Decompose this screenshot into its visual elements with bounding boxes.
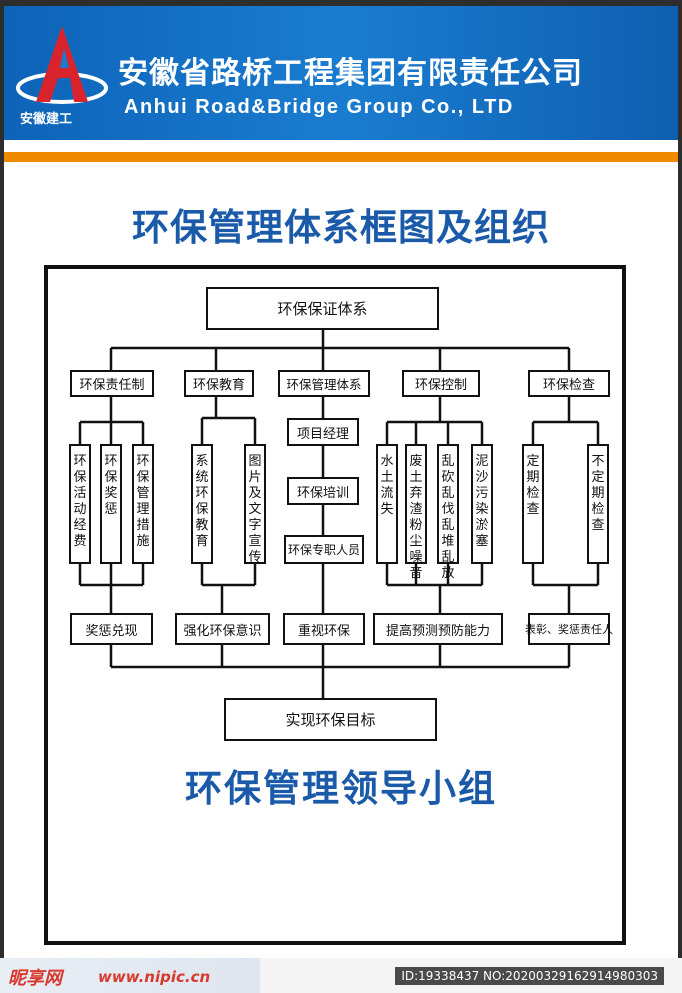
item-irregular-inspection: 不定期检查 (587, 444, 609, 564)
watermark-footer: 昵享网 www.nipic.cn ID:19338437 NO:20200329… (0, 958, 682, 993)
item-activity-funds: 环保活动经费 (69, 444, 91, 564)
branch-management: 环保管理体系 (278, 370, 370, 397)
item-rewards-penalties: 环保奖惩 (100, 444, 122, 564)
item-project-manager: 项目经理 (287, 418, 359, 446)
result-prevention: 提高预测预防能力 (373, 613, 503, 645)
branch-control: 环保控制 (402, 370, 480, 397)
item-management-measures: 环保管理措施 (132, 444, 154, 564)
top-border (0, 0, 682, 6)
item-dedicated-staff: 环保专职人员 (284, 535, 364, 564)
branch-responsibility: 环保责任制 (70, 370, 154, 397)
header-white-stripe (4, 140, 678, 152)
item-system-education: 系统环保教育 (191, 444, 213, 564)
item-regular-inspection: 定期检查 (522, 444, 544, 564)
header-banner (4, 6, 678, 140)
watermark-url: www.nipic.cn (98, 968, 211, 986)
footer-brand-area (0, 958, 260, 993)
left-border (0, 0, 4, 993)
image-id-label: ID:19338437 NO:20200329162914980303 (395, 967, 664, 985)
leadership-group-title: 环保管理领导小组 (185, 767, 497, 810)
goal-node: 实现环保目标 (224, 698, 437, 741)
item-illegal-logging: 乱砍乱伐乱堆乱放 (437, 444, 459, 581)
item-waste-dust-noise: 废土弃渣粉尘噪音 (405, 444, 427, 581)
page-title: 环保管理体系框图及组织 (132, 206, 550, 249)
result-rewards: 奖惩兑现 (70, 613, 153, 645)
result-awareness: 强化环保意识 (175, 613, 270, 645)
company-name-en: Anhui Road&Bridge Group Co., LTD (124, 96, 514, 118)
header-orange-stripe (4, 152, 678, 162)
logo-text: 安徽建工 (20, 112, 73, 127)
company-name-cn: 安徽省路桥工程集团有限责任公司 (118, 56, 583, 91)
result-attention: 重视环保 (283, 613, 365, 645)
root-node: 环保保证体系 (206, 287, 439, 330)
item-training: 环保培训 (287, 477, 359, 505)
right-border (678, 0, 682, 993)
result-commendation: 表彰、奖惩责任人 (525, 613, 613, 645)
company-logo-icon (16, 26, 108, 104)
branch-inspection: 环保检查 (528, 370, 610, 397)
diagram-frame (44, 265, 626, 945)
item-silt-pollution: 泥沙污染淤塞 (471, 444, 493, 564)
item-soil-erosion: 水土流失 (376, 444, 398, 564)
watermark-brand: 昵享网 (8, 968, 62, 989)
item-publicity: 图片及文字宣传 (244, 444, 266, 565)
branch-education: 环保教育 (184, 370, 254, 397)
